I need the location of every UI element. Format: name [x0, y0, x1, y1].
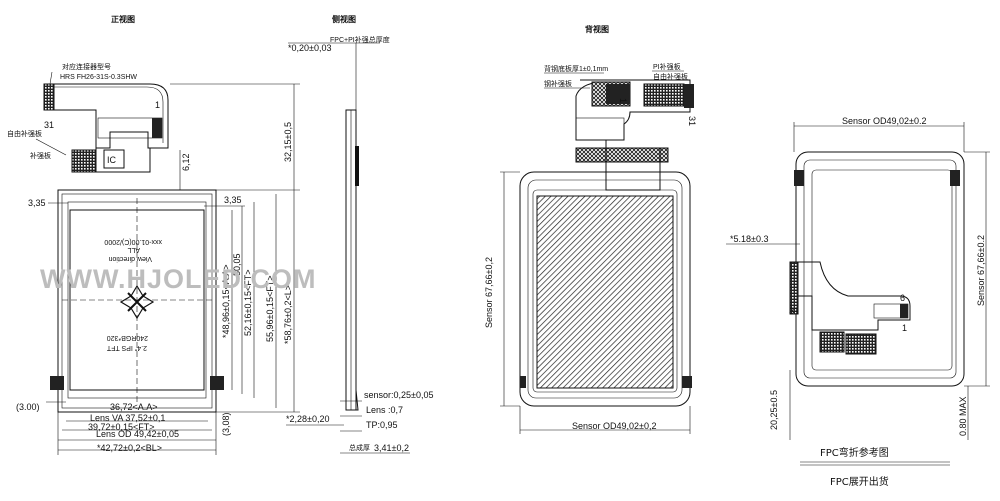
side-top-tolerance: *0,20±0,03 — [288, 43, 331, 53]
back-fpc-band — [575, 147, 669, 163]
dim-lens-va: Lens VA 37,52±0,1 — [90, 413, 165, 423]
dim-39-72: 39,72±0,15<FT> — [88, 422, 155, 432]
back-sensor-area — [536, 195, 674, 389]
panel-label-2: 240RGB*320 — [107, 334, 148, 341]
bend-view: Sensor OD49,02±0.2 Sensor 67,66±0.2 6 1 … — [726, 116, 990, 488]
back-outer-frame — [519, 171, 691, 407]
back-fpc-stiffener: 钢补强板 — [544, 79, 572, 88]
side-view: *0,20±0,03 FPC+PI补强总厚度 sensor:0,25±0,05 … — [286, 35, 434, 454]
bend-grid-block-b — [845, 333, 877, 355]
bend-grid-block-a — [819, 331, 845, 353]
ic-chip — [103, 149, 125, 169]
dim-3-08: (3,08) — [221, 412, 231, 436]
ic-label: IC — [107, 155, 117, 165]
back-pin-1: 1 — [618, 98, 628, 103]
side-sensor-thickness: sensor:0,25±0,05 — [364, 390, 434, 400]
bend-pin-31: 31 — [789, 306, 799, 316]
panel-label-1: 2.4" IPS TFT — [106, 344, 147, 351]
side-fpc-note: FPC+PI补强总厚度 — [330, 35, 390, 44]
back-pi-stiffener — [643, 83, 685, 107]
side-dim-2-28: *2,28±0,20 — [286, 414, 329, 424]
back-view-title: 背视图 — [585, 24, 609, 34]
unfold-caption: FPC展开出货 — [830, 475, 889, 488]
panel-label-4: ALL — [127, 246, 140, 253]
dim-lens-od: Lens OD 49,42±0,05 — [96, 429, 179, 439]
dim-3-35-right: 3,35 — [224, 195, 242, 205]
back-view: 背钢底板厚1±0,1mm 钢补强板 PI补强板 自由补强板 31 1 Senso… — [484, 62, 697, 434]
front-stiffener-sub: 补强板 — [30, 151, 51, 160]
bend-dim-0-80: 0.80 MAX — [958, 396, 968, 436]
dim-48-96: *48,96±0,15<A.A> — [221, 265, 231, 339]
bend-pin-1: 1 — [902, 323, 907, 333]
front-connector-note: 对应连接器型号 — [62, 62, 111, 71]
dim-6-12: 6,12 — [181, 153, 191, 171]
dim-32-15: 32,15±0,5 — [283, 122, 293, 162]
dim-42-72: *42,72±0,2<BL> — [97, 443, 162, 453]
back-pi-label: PI补强板 — [653, 62, 681, 71]
bend-sensor-width: Sensor OD49,02±0.2 — [842, 116, 927, 126]
front-pin-1: 1 — [155, 100, 160, 110]
panel-label-3: View direction — [108, 255, 152, 262]
watermark: WWW.HJOLED.COM — [40, 264, 316, 294]
front-pin-31: 31 — [44, 120, 54, 130]
bend-caption: FPC弯折参考图 — [820, 446, 889, 459]
bend-sensor-height: Sensor 67,66±0.2 — [976, 235, 986, 306]
side-total-thickness: 3,41±0,2 — [374, 443, 409, 453]
bend-dim-20-25: 20,25±0.5 — [769, 390, 779, 430]
back-stiffener-note: 背钢底板厚1±0,1mm — [544, 64, 608, 73]
front-connector-model: HRS FH26-31S-0.3SHW — [60, 74, 137, 81]
side-tp-thickness: TP:0,95 — [366, 420, 398, 430]
side-total-label: 总成厚 — [349, 443, 370, 452]
panel-center-logo — [119, 284, 155, 320]
back-sensor-width: Sensor OD49,02±0,2 — [572, 421, 657, 431]
back-sensor-height: Sensor 67,66±0,2 — [484, 257, 494, 328]
dim-55-96: 55,96±0,15<FT> — [265, 276, 275, 343]
bend-dim-5-18: *5.18±0.3 — [730, 234, 768, 244]
dim-3-35-left: 3,35 — [28, 198, 46, 208]
dim-3-00: (3.00) — [16, 402, 40, 412]
panel-label-5: xxx-01.00(C)/2000 — [104, 238, 162, 245]
dim-58-76: *58,76±0,2<L> — [283, 285, 293, 344]
dim-52-16: 52,16±0,15<FT> — [243, 270, 253, 337]
fpc-contact-block — [43, 83, 55, 111]
side-view-title: 侧视图 — [332, 14, 356, 24]
dim-50-05: 50,05 — [232, 253, 242, 276]
side-lens-thickness: Lens :0,7 — [366, 405, 403, 415]
back-pin-31: 31 — [687, 116, 697, 126]
corner-mark-bl — [50, 376, 64, 390]
front-view-title: 正视图 — [111, 14, 135, 24]
front-stiffener-note: 自由补强板 — [7, 129, 42, 138]
dim-36-72: 36,72<A.A> — [110, 402, 158, 412]
front-view: 对应连接器型号 HRS FH26-31S-0.3SHW 31 1 自由补强板 补… — [7, 62, 300, 455]
corner-mark-br — [210, 376, 224, 390]
fpc-grid-block — [71, 149, 97, 173]
back-pi-sub: 自由补强板 — [653, 72, 688, 81]
bend-pin-6: 6 — [900, 293, 905, 303]
